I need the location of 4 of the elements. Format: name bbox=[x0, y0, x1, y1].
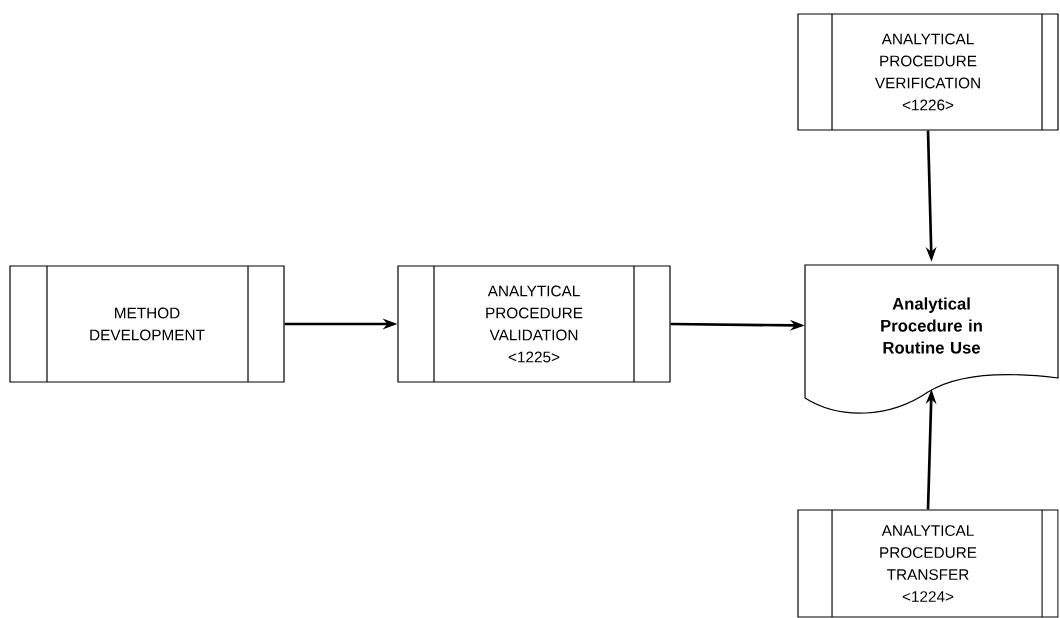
process-box: METHOD DEVELOPMENT bbox=[9, 265, 285, 383]
process-box: ANALYTICAL PROCEDURE TRANSFER <1224> bbox=[797, 509, 1059, 618]
process-box: ANALYTICAL PROCEDURE VERIFICATION <1226> bbox=[797, 13, 1059, 131]
process-box: ANALYTICAL PROCEDURE VALIDATION <1225> bbox=[397, 265, 671, 383]
